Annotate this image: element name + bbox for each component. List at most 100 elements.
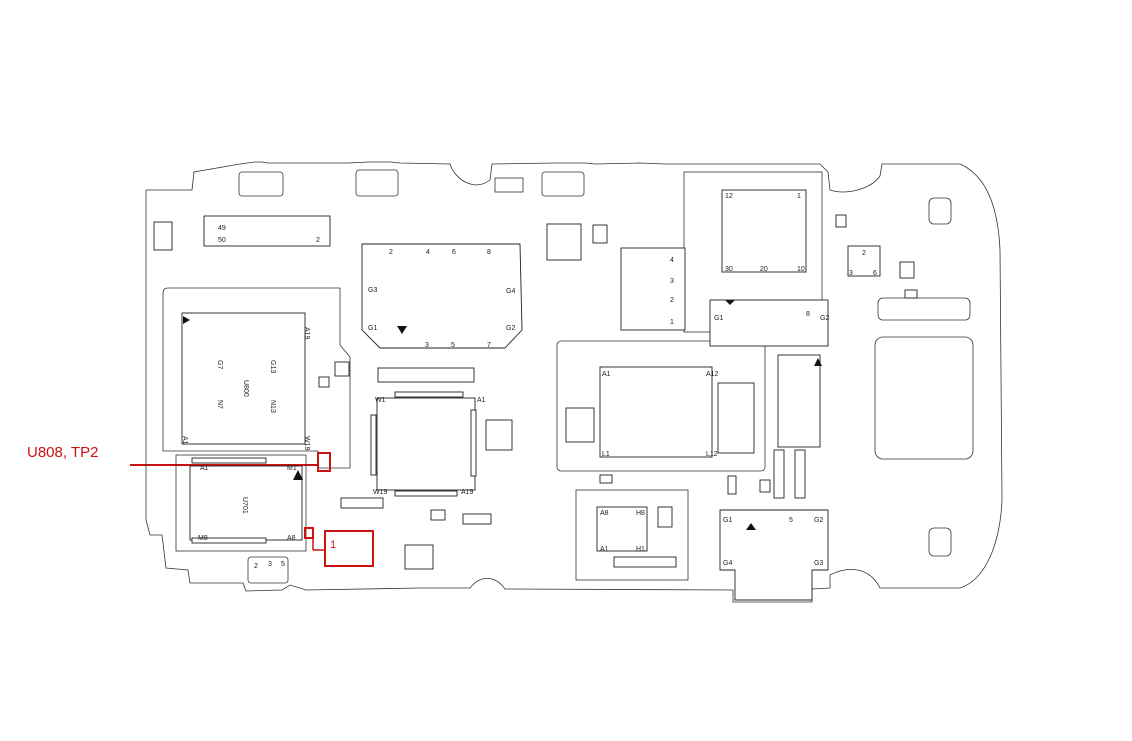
svg-text:1: 1 — [797, 193, 801, 200]
u900-rail-right — [470, 409, 477, 477]
svg-text:8: 8 — [487, 249, 491, 256]
shield-top-middle — [361, 243, 523, 349]
svg-text:G4: G4 — [723, 560, 732, 567]
svg-text:4: 4 — [670, 257, 674, 264]
camera-connector — [203, 215, 331, 247]
svg-text:G7: G7 — [216, 360, 223, 369]
u900-labels: W1 W19 A19 A1 — [373, 397, 486, 496]
svg-text:M1: M1 — [287, 465, 297, 472]
svg-text:3: 3 — [268, 561, 272, 568]
component-small-top-right-labels: 2 3 6 — [849, 250, 877, 277]
svg-text:W19: W19 — [303, 436, 310, 451]
connector-bottom-right-marker — [746, 523, 756, 530]
connector-top-marker — [725, 300, 735, 305]
svg-text:A19: A19 — [461, 489, 474, 496]
u400-frame — [575, 489, 689, 581]
svg-text:5: 5 — [281, 561, 285, 568]
svg-text:A8: A8 — [600, 510, 609, 517]
svg-text:10: 10 — [797, 266, 805, 273]
svg-text:A1: A1 — [181, 436, 188, 445]
u400-labels: A8 H8 A1 H1 — [600, 510, 645, 553]
svg-text:20: 20 — [760, 266, 768, 273]
svg-text:2: 2 — [389, 249, 393, 256]
svg-text:50: 50 — [218, 237, 226, 244]
top-switches — [238, 169, 585, 197]
svg-text:A1: A1 — [200, 465, 209, 472]
svg-text:3: 3 — [670, 278, 674, 285]
connector-bottom-right — [719, 509, 829, 601]
svg-text:G3: G3 — [368, 287, 377, 294]
callout-label: U808, TP2 — [27, 444, 99, 461]
component-mid-right-labels: 4 3 2 1 — [670, 257, 674, 326]
highlight-tp2-large — [324, 530, 374, 567]
svg-text:A12: A12 — [706, 371, 719, 378]
u701-frame — [175, 454, 307, 552]
svg-text:6: 6 — [452, 249, 456, 256]
connector-top — [709, 299, 829, 347]
svg-text:H1: H1 — [636, 546, 645, 553]
svg-text:7: 7 — [487, 342, 491, 349]
svg-text:H8: H8 — [636, 510, 645, 517]
board-outline — [145, 161, 1003, 603]
svg-text:A1: A1 — [477, 397, 486, 404]
svg-text:U701: U701 — [241, 497, 248, 514]
connector-top-g2: G2 — [820, 315, 829, 322]
svg-text:2: 2 — [316, 237, 320, 244]
u600-labels: A12 L12 A1 L1 — [602, 371, 719, 458]
svg-text:L12: L12 — [706, 451, 718, 458]
component-fl — [717, 382, 755, 454]
u701-labels: U701 A1 M8 A8 M1 — [198, 465, 297, 542]
cutout-bottom — [928, 527, 952, 557]
highlight-pin-label: 1 — [330, 539, 336, 551]
svg-text:G1: G1 — [723, 517, 732, 524]
switch-bottom-labels: 2 3 5 — [254, 561, 285, 570]
svg-text:L1: L1 — [602, 451, 610, 458]
svg-text:5: 5 — [789, 517, 793, 524]
svg-text:U800: U800 — [242, 380, 249, 397]
svg-text:3: 3 — [425, 342, 429, 349]
component-mid-right — [620, 247, 686, 331]
u800-chip — [181, 312, 306, 445]
svg-text:A8: A8 — [287, 535, 296, 542]
top-right-chip — [721, 189, 807, 273]
u701-rail-bottom — [191, 537, 267, 544]
svg-text:2: 2 — [862, 250, 866, 257]
small-components — [153, 214, 918, 570]
u900-rail-bottom — [394, 490, 458, 497]
vertical-bar-2 — [773, 449, 785, 499]
svg-text:G13: G13 — [269, 360, 276, 373]
svg-text:49: 49 — [218, 225, 226, 232]
svg-text:A1: A1 — [600, 546, 609, 553]
svg-text:1: 1 — [670, 319, 674, 326]
u600-chip — [599, 366, 713, 458]
u800-pin1-marker — [183, 316, 190, 324]
svg-text:M8: M8 — [198, 535, 208, 542]
u900-rail-left — [370, 414, 377, 476]
connector-top-g1: G1 — [714, 315, 723, 322]
connector-bottom-right-labels: G1 G2 G4 G3 5 — [723, 517, 823, 567]
svg-text:G2: G2 — [506, 325, 515, 332]
svg-text:N7: N7 — [216, 400, 223, 409]
svg-text:W1: W1 — [375, 397, 386, 404]
top-right-labels: 12 1 30 20 10 — [725, 193, 805, 273]
shield-labels: G3 G1 G4 G2 2 4 6 8 3 5 7 — [368, 249, 515, 349]
u900-rail-top — [394, 391, 464, 398]
component-small-top-right — [847, 245, 881, 277]
svg-text:W19: W19 — [373, 489, 388, 496]
svg-text:2: 2 — [670, 297, 674, 304]
svg-text:G3: G3 — [814, 560, 823, 567]
u701-rail-top — [191, 457, 267, 464]
highlight-tp2-small — [304, 527, 314, 539]
svg-text:3: 3 — [849, 270, 853, 277]
svg-text:G2: G2 — [814, 517, 823, 524]
component-vertical — [777, 354, 821, 448]
svg-text:A1: A1 — [602, 371, 611, 378]
cutout-top — [928, 197, 952, 225]
svg-text:6: 6 — [873, 270, 877, 277]
u701-pin1-marker — [293, 470, 303, 480]
svg-text:N13: N13 — [269, 400, 276, 413]
switch-bottom — [247, 556, 289, 584]
svg-text:2: 2 — [254, 563, 258, 570]
highlight-u808 — [317, 452, 331, 472]
